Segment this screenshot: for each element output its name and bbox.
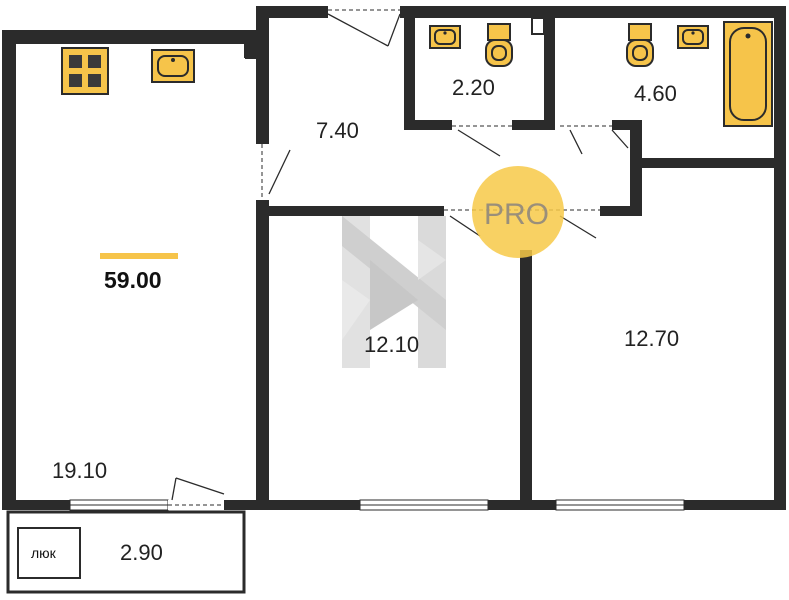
toilet-icon	[626, 23, 654, 67]
room-area-bath: 4.60	[634, 81, 677, 106]
room-area-balcony: 2.90	[120, 540, 163, 565]
hatch-label: люк	[31, 545, 57, 561]
room-area-bedroom2: 12.70	[624, 326, 679, 351]
hatch-box	[17, 527, 81, 579]
watermark-logo	[342, 216, 446, 368]
bathtub-icon	[723, 21, 773, 127]
total-area-bar	[100, 253, 178, 259]
toilet-icon	[485, 23, 513, 67]
stove-icon	[61, 47, 109, 95]
doors	[168, 6, 629, 510]
total-area-label: 59.00	[104, 267, 162, 293]
room-area-living: 19.10	[52, 458, 107, 483]
sink-icon	[429, 25, 461, 49]
room-area-hall: 7.40	[316, 118, 359, 143]
watermark-circle	[472, 166, 564, 258]
room-area-bedroom1: 12.10	[364, 332, 419, 357]
sink-icon	[151, 49, 195, 83]
sink-icon	[677, 25, 709, 49]
room-area-wc: 2.20	[452, 75, 495, 100]
watermark-text: PRO	[484, 198, 549, 231]
windows	[69, 499, 685, 511]
